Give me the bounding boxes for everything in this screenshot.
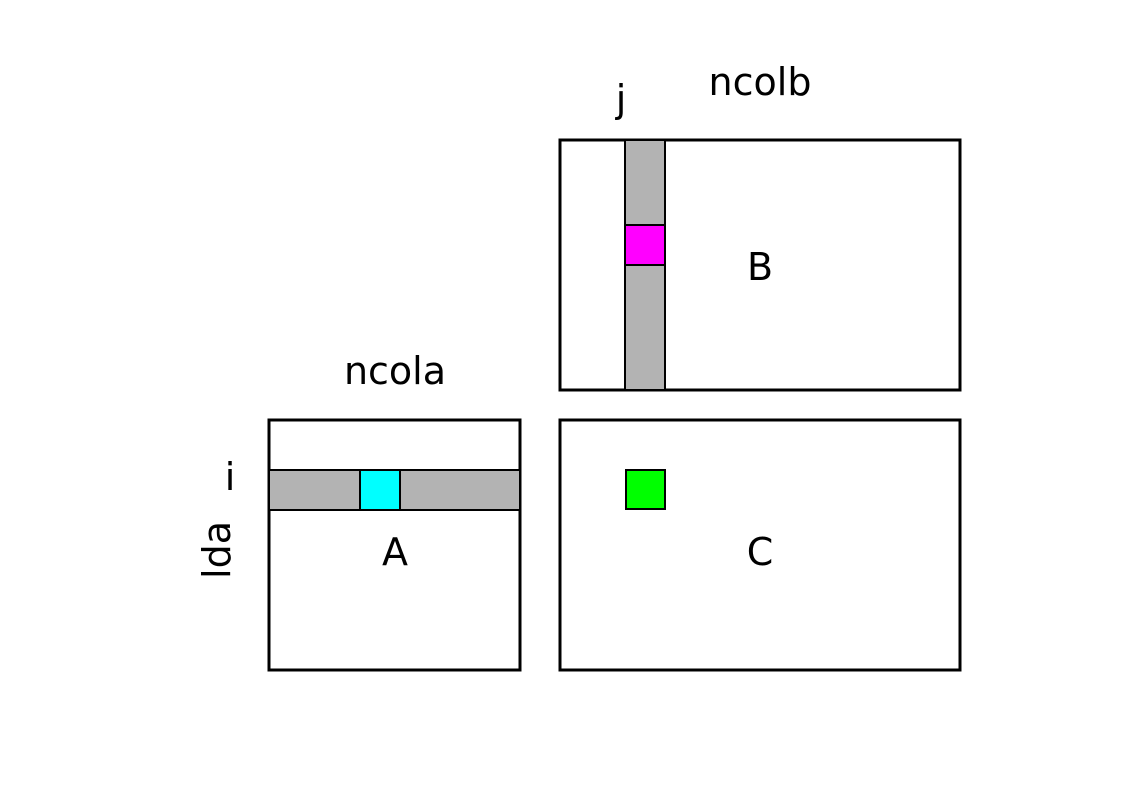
i-index-label: i [225, 455, 236, 499]
matrix-a-outline [267, 418, 522, 672]
ncola-label: ncola [344, 349, 446, 393]
matrix-b-element [624, 224, 666, 266]
ncolb-label: ncolb [709, 60, 812, 104]
matrix-c-label: C [747, 530, 774, 574]
matrix-b: B [558, 138, 962, 392]
matrix-b-label: B [747, 245, 773, 289]
matrix-a: A [267, 418, 522, 672]
matrix-c-element [625, 469, 666, 510]
matrix-a-label: A [382, 530, 408, 574]
j-index-label: j [615, 77, 627, 121]
matrix-c-outline [558, 418, 962, 672]
matrix-c: C [558, 418, 962, 672]
matrix-a-element [359, 469, 401, 511]
lda-label: lda [195, 521, 239, 579]
